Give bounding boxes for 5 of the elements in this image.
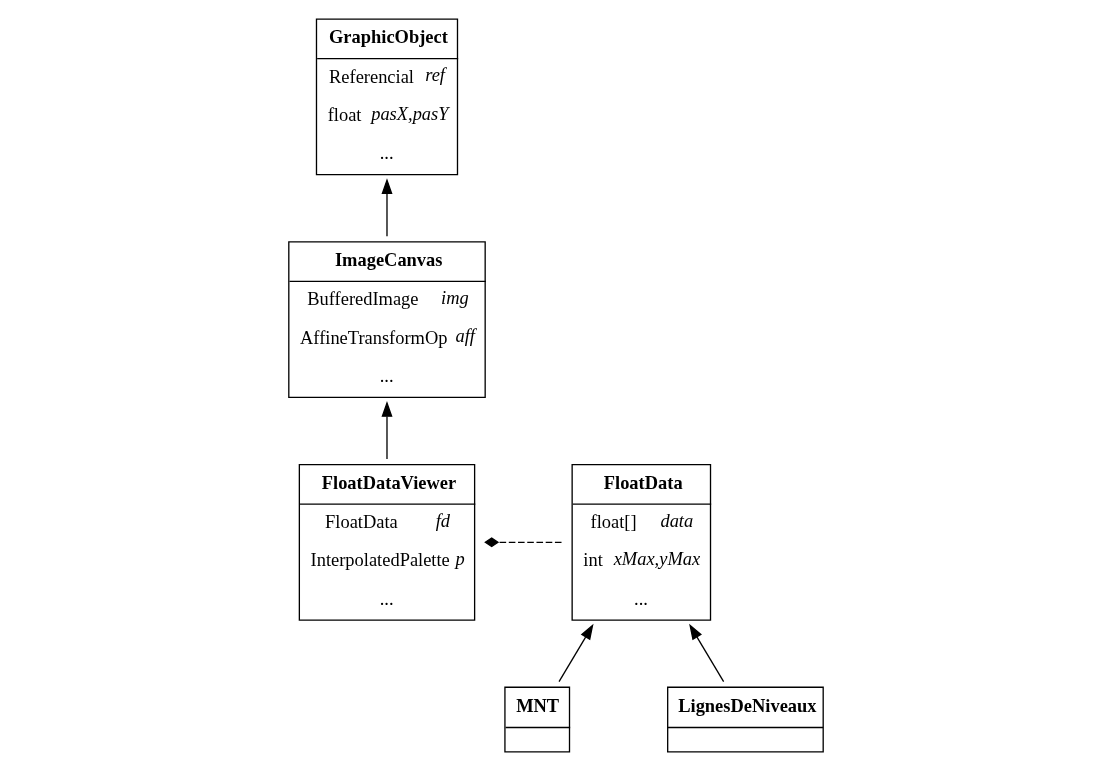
- arrow: [380, 178, 393, 237]
- connector: [483, 537, 562, 548]
- arrow: [688, 623, 724, 683]
- arrow: [557, 623, 594, 683]
- arrow: [380, 400, 393, 460]
